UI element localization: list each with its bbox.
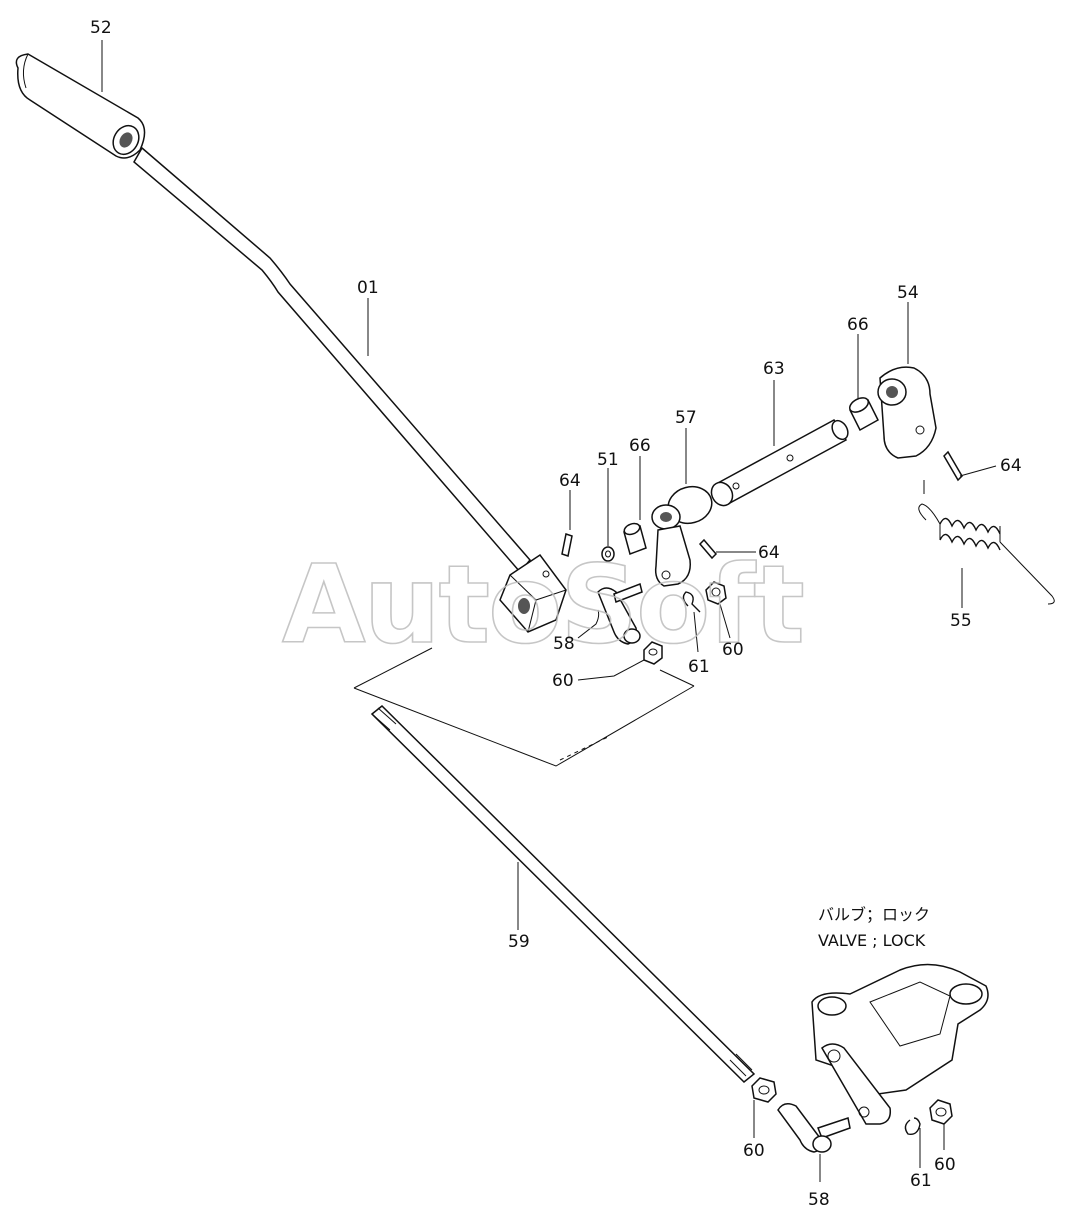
bushing-66-right bbox=[848, 397, 879, 432]
pin-64-left bbox=[561, 533, 573, 557]
pin-64-middle bbox=[698, 538, 718, 560]
label-54: 54 bbox=[897, 283, 919, 303]
nut-60-lower-left bbox=[751, 1077, 777, 1103]
label-66-right: 66 bbox=[847, 315, 869, 335]
rod-end-58-lower bbox=[777, 1103, 851, 1153]
nut-60-upper-b bbox=[705, 581, 727, 605]
label-52: 52 bbox=[90, 18, 112, 38]
arm-57 bbox=[651, 485, 713, 587]
shaft-63 bbox=[710, 418, 849, 507]
nut-60-lower-right bbox=[929, 1099, 953, 1125]
rod-end-58-upper bbox=[597, 582, 643, 645]
pin-64-right bbox=[943, 450, 963, 482]
label-58-upper: 58 bbox=[553, 634, 575, 654]
label-63: 63 bbox=[763, 359, 785, 379]
label-61-lower: 61 bbox=[910, 1171, 932, 1191]
valve-note-jp: バルブ；ロック bbox=[818, 905, 930, 924]
label-64-left: 64 bbox=[559, 471, 581, 491]
label-51: 51 bbox=[597, 450, 619, 470]
label-60-upper-b: 60 bbox=[722, 640, 744, 660]
detail-outline bbox=[353, 647, 695, 767]
label-55: 55 bbox=[950, 611, 972, 631]
valve-lock-body bbox=[811, 963, 989, 1125]
label-61-upper: 61 bbox=[688, 657, 710, 677]
label-01: 01 bbox=[357, 278, 379, 298]
label-60-lower-right: 60 bbox=[934, 1155, 956, 1175]
label-58-lower: 58 bbox=[808, 1190, 830, 1210]
arm-54 bbox=[877, 366, 937, 459]
bushing-66-left bbox=[623, 522, 647, 555]
lever-grip bbox=[15, 53, 146, 159]
leader-lines bbox=[101, 40, 997, 1182]
watermark: AutoSoft bbox=[282, 543, 803, 668]
spring-55 bbox=[918, 503, 1055, 605]
lever-rod bbox=[133, 146, 567, 633]
label-66-left: 66 bbox=[629, 436, 651, 456]
valve-note-en: VALVE ; LOCK bbox=[818, 931, 926, 950]
label-57: 57 bbox=[675, 408, 697, 428]
label-64-middle: 64 bbox=[758, 543, 780, 563]
label-59: 59 bbox=[508, 932, 530, 952]
label-60-lower-left: 60 bbox=[743, 1141, 765, 1161]
washer-51 bbox=[601, 546, 615, 562]
label-60-upper-a: 60 bbox=[552, 671, 574, 691]
clip-61-lower bbox=[904, 1117, 921, 1135]
clip-61-upper bbox=[682, 591, 701, 613]
label-64-right: 64 bbox=[1000, 456, 1022, 476]
threaded-rod-59 bbox=[370, 704, 756, 1084]
